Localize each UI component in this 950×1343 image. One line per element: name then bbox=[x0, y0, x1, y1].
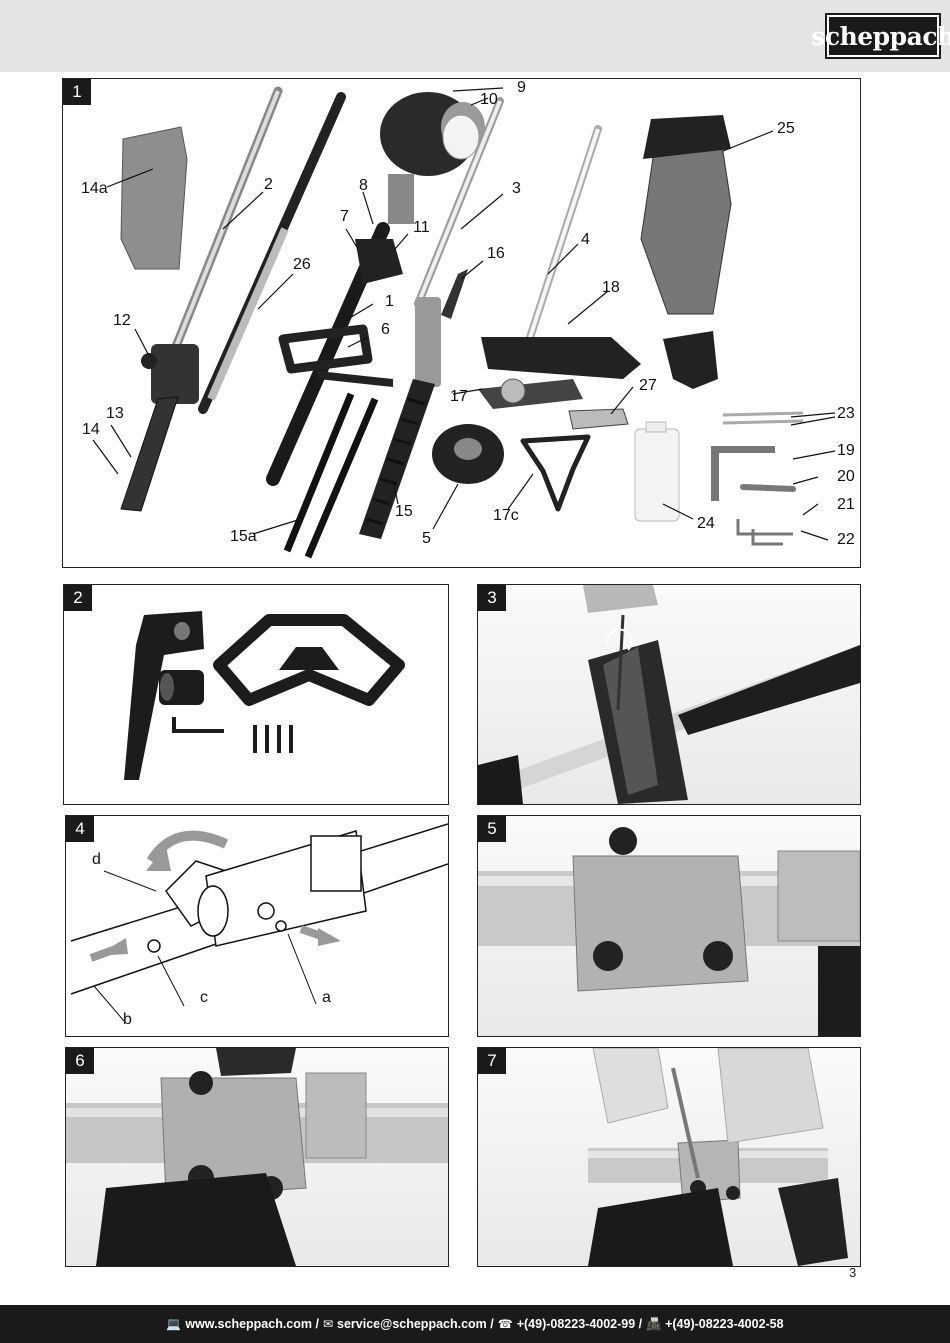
figure-1-parts-overview: 1 bbox=[62, 78, 861, 568]
figure-6-photo: 6 bbox=[65, 1047, 449, 1267]
part-label-22: 22 bbox=[837, 531, 855, 548]
parts-illustration bbox=[92, 86, 836, 559]
part-label-16: 16 bbox=[487, 245, 505, 262]
part-label-17: 17 bbox=[450, 388, 468, 405]
handle-mount-photo bbox=[478, 585, 860, 804]
footer-phone: +(49)-08223-4002-99 / bbox=[516, 1317, 643, 1331]
part-label-13: 13 bbox=[106, 405, 124, 422]
part-label-11: 11 bbox=[413, 219, 430, 236]
phone-icon: ☎ bbox=[497, 1317, 513, 1331]
part-label-21: 21 bbox=[837, 496, 855, 513]
part-label-8: 8 bbox=[359, 177, 368, 194]
part-label-1: 1 bbox=[385, 293, 394, 310]
tightening-screws-photo bbox=[588, 1048, 848, 1266]
part-label-15: 15 bbox=[395, 503, 413, 520]
coupling-mounted-photo bbox=[66, 1048, 448, 1266]
part-label-5: 5 bbox=[422, 530, 431, 547]
footer-email-link[interactable]: service@scheppach.com / bbox=[337, 1317, 494, 1331]
diagram-label-b: b bbox=[123, 1011, 132, 1028]
fax-icon: 📠 bbox=[646, 1317, 662, 1331]
part-label-14a: 14a bbox=[81, 180, 108, 197]
part-label-9: 9 bbox=[517, 79, 526, 96]
part-label-19: 19 bbox=[837, 442, 855, 459]
part-label-14: 14 bbox=[82, 421, 100, 438]
part-label-26: 26 bbox=[293, 256, 311, 273]
header-bar bbox=[0, 0, 950, 72]
coupling-diagram-illustration bbox=[70, 823, 448, 1022]
figure-4-coupling-diagram: 4 d c b a bbox=[65, 815, 449, 1037]
part-label-6: 6 bbox=[381, 321, 390, 338]
part-label-3: 3 bbox=[512, 180, 521, 197]
diagram-label-c: c bbox=[200, 989, 208, 1006]
figure-number: 4 bbox=[66, 816, 94, 842]
part-label-4: 4 bbox=[581, 231, 590, 248]
part-label-10: 10 bbox=[480, 91, 498, 108]
part-label-20: 20 bbox=[837, 468, 855, 485]
figure-3-photo: 3 bbox=[477, 584, 861, 805]
part-label-25: 25 bbox=[777, 120, 795, 137]
computer-icon: 💻 bbox=[166, 1317, 182, 1331]
footer-fax: +(49)-08223-4002-58 bbox=[665, 1317, 784, 1331]
diagram-label-a: a bbox=[322, 989, 331, 1006]
figure-number: 6 bbox=[66, 1048, 94, 1074]
figure-number: 3 bbox=[478, 585, 506, 611]
diagram-label-d: d bbox=[92, 851, 101, 868]
part-label-12: 12 bbox=[113, 312, 131, 329]
email-icon: ✉ bbox=[322, 1317, 334, 1331]
scheppach-logo: scheppach bbox=[811, 13, 950, 59]
footer-website-link[interactable]: www.scheppach.com / bbox=[185, 1317, 319, 1331]
coupling-closeup-photo bbox=[478, 827, 860, 1036]
figure-number: 2 bbox=[64, 585, 92, 611]
part-label-17c: 17c bbox=[493, 507, 519, 524]
figure-number: 5 bbox=[478, 816, 506, 842]
part-label-7: 7 bbox=[340, 208, 349, 225]
figure-number: 7 bbox=[478, 1048, 506, 1074]
figure-7-photo: 7 bbox=[477, 1047, 861, 1267]
part-label-2: 2 bbox=[264, 176, 273, 193]
part-label-23: 23 bbox=[837, 405, 855, 422]
figure-5-photo: 5 bbox=[477, 815, 861, 1037]
figure-2-handle-parts: 2 bbox=[63, 584, 449, 805]
handle-parts-illustration bbox=[124, 611, 405, 780]
part-label-15a: 15a bbox=[230, 528, 257, 545]
part-label-18: 18 bbox=[602, 279, 620, 296]
figure-number: 1 bbox=[63, 79, 91, 105]
page-number: 3 bbox=[849, 1265, 857, 1280]
footer-contact-bar: 💻 www.scheppach.com / ✉ service@scheppac… bbox=[0, 1305, 950, 1343]
part-label-24: 24 bbox=[697, 515, 715, 532]
part-label-27: 27 bbox=[639, 377, 657, 394]
